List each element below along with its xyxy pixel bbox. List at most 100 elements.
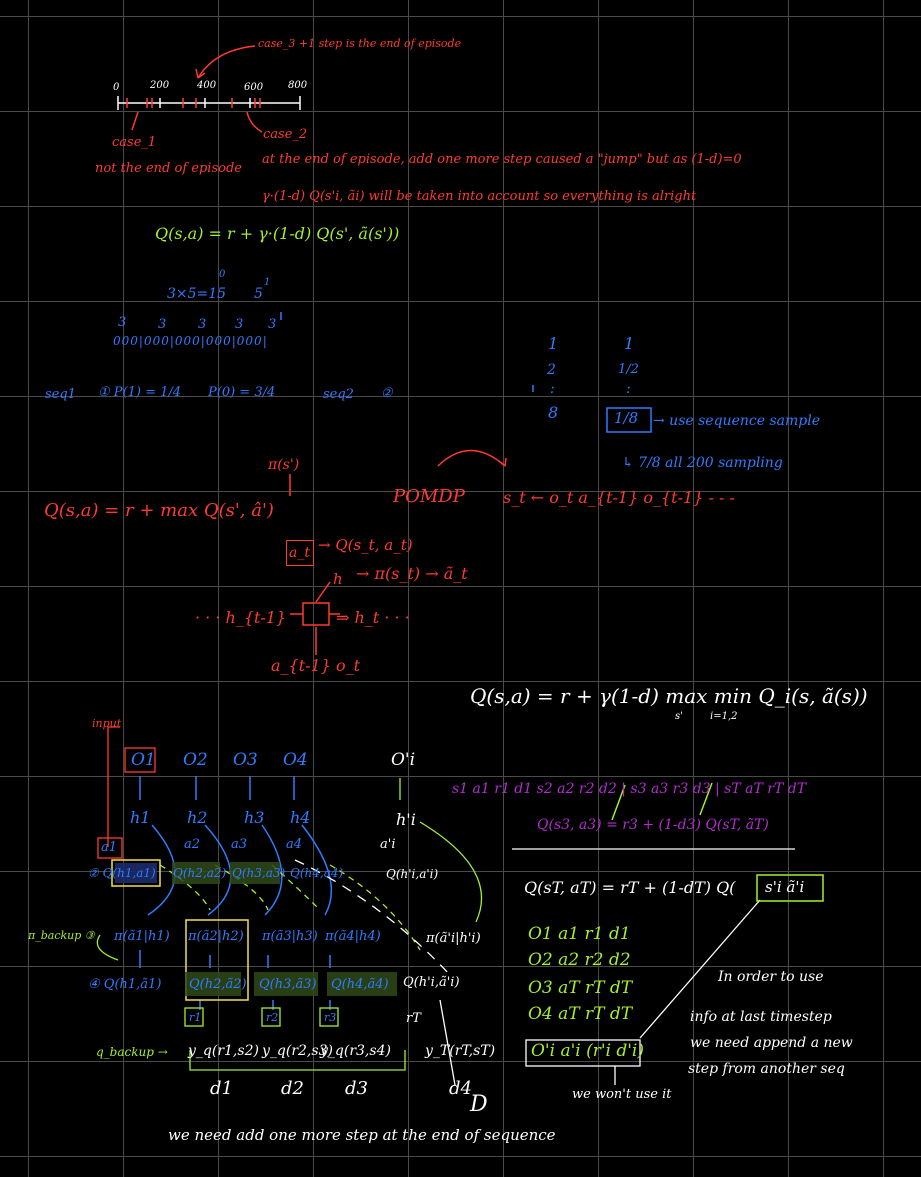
action-4: a4 bbox=[286, 837, 303, 852]
h-current: ⇒ h_t · · · bbox=[336, 608, 410, 627]
tick-0: 0 bbox=[113, 82, 120, 93]
q-st-at: → Q(s_t, a_t) bbox=[318, 536, 413, 554]
pomdp-label: POMDP bbox=[393, 486, 465, 507]
three-1: 3 bbox=[118, 315, 127, 330]
done-1: d1 bbox=[210, 1078, 233, 1099]
seq1-label: seq1 bbox=[45, 387, 76, 402]
frac2-num: 1 bbox=[624, 334, 635, 353]
frac1-2: 2 bbox=[547, 362, 556, 378]
target-3: y_q(r3,s4) bbox=[320, 1043, 391, 1059]
obs-prime: O'i bbox=[391, 750, 416, 770]
calc-15: 3×5=15 bbox=[167, 286, 227, 302]
sequence-blocks: 000|000|000|000|000| bbox=[113, 334, 268, 348]
tick-200: 200 bbox=[150, 80, 170, 91]
table-row-2: O2 a2 r2 d2 bbox=[528, 950, 631, 970]
reward-3: r3 bbox=[324, 1011, 337, 1024]
q-row-4: Q(h4,a4) bbox=[290, 866, 344, 880]
q2-row-1: ④ Q(h1,ã1) bbox=[88, 977, 162, 992]
table-row-1: O1 a1 r1 d1 bbox=[528, 924, 631, 944]
done-4: d4 bbox=[449, 1078, 472, 1099]
pomdp-sequence: s_t ← o_t a_{t-1} o_{t-1} - - - bbox=[503, 488, 735, 507]
frac1-dots: : bbox=[550, 381, 555, 397]
q-terminal-equation: Q(sT, aT) = rT + (1-dT) Q( bbox=[524, 878, 736, 897]
tick-600: 600 bbox=[244, 82, 264, 93]
h-prev: · · · h_{t-1} bbox=[195, 608, 287, 627]
pi-s-prime: π(s') bbox=[268, 457, 300, 473]
case1-label: case_1 bbox=[112, 135, 157, 150]
seq1-p0: P(0) = 3/4 bbox=[208, 385, 276, 400]
action-prime: a'i bbox=[380, 837, 396, 852]
frac2-boxed: 1/8 bbox=[614, 409, 639, 427]
note-line-2: info at last timestep bbox=[690, 1009, 832, 1025]
three-5: 3 bbox=[268, 317, 277, 332]
frac1-num: 1 bbox=[548, 334, 559, 353]
three-3: 3 bbox=[198, 317, 207, 332]
pi-row-1: π(ã1|h1) bbox=[114, 929, 170, 944]
pi-row-4: π(ã4|h4) bbox=[325, 929, 381, 944]
eq-sub-i: i=1,2 bbox=[710, 711, 738, 722]
note-line-4: step from another seq bbox=[688, 1061, 845, 1077]
pi-row-prime: π(ã'i|h'i) bbox=[426, 931, 481, 946]
case2-label: case_2 bbox=[263, 127, 308, 142]
use-sequence-note: → use sequence sample bbox=[653, 413, 820, 429]
seven-eighths-note: ↳ 7/8 all 200 sampling bbox=[622, 455, 783, 471]
three-4: 3 bbox=[235, 317, 244, 332]
q2-row-3: Q(h3,ã3) bbox=[259, 977, 317, 992]
obs-4: O4 bbox=[283, 750, 308, 770]
done-big-d: D bbox=[470, 1092, 488, 1117]
note-line-3: we need append a new bbox=[690, 1035, 853, 1051]
q-max-equation: Q(s,a) = r + max Q(s', â') bbox=[44, 500, 274, 521]
hidden-4: h4 bbox=[290, 808, 311, 827]
action-box bbox=[286, 540, 314, 566]
calc-15-sup: 0 bbox=[219, 269, 226, 280]
bottom-note: we need add one more step at the end of … bbox=[168, 1126, 556, 1144]
calc-5: 5 bbox=[254, 286, 263, 302]
reward-2: r2 bbox=[266, 1011, 279, 1024]
case1-note: not the end of episode bbox=[95, 161, 242, 176]
action-2: a2 bbox=[184, 837, 201, 852]
transition-sequence: s1 a1 r1 d1 s2 a2 r2 d2 | s3 a3 r3 d3 | … bbox=[452, 781, 807, 797]
h-label: h bbox=[333, 570, 343, 588]
pi-row-2: π(ã2|h2) bbox=[188, 929, 244, 944]
hidden-2: h2 bbox=[187, 808, 208, 827]
seq2-label: seq2 bbox=[323, 387, 354, 402]
q-minmax-equation: Q(s,a) = r + γ(1-d) max min Q_i(s, ã(s)) bbox=[470, 684, 868, 708]
frac2-dots: : bbox=[626, 381, 631, 397]
q-terminal-boxed: s'i ã'i bbox=[765, 878, 805, 896]
hidden-1: h1 bbox=[130, 808, 151, 827]
calc-5-sup: 1 bbox=[264, 277, 271, 288]
frac1-8: 8 bbox=[548, 403, 559, 422]
case2-note: at the end of episode, add one more step… bbox=[262, 152, 742, 167]
input-label: input bbox=[92, 717, 122, 730]
q-row-2: Q(h2,a2) bbox=[173, 866, 227, 880]
frac2-half: 1/2 bbox=[618, 362, 639, 377]
target-2: y_q(r2,s3) bbox=[262, 1043, 333, 1059]
tick-800: 800 bbox=[288, 80, 308, 91]
q-backup-label: q_backup → bbox=[96, 1045, 168, 1059]
table-row-prime: O'i a'i (r'i d'i) bbox=[531, 1041, 644, 1061]
done-2: d2 bbox=[281, 1078, 304, 1099]
q2-row-prime: Q(h'i,ã'i) bbox=[403, 975, 460, 990]
three-2: 3 bbox=[158, 317, 167, 332]
case2-note-2: γ·(1-d) Q(s'i, ãi) will be taken into ac… bbox=[262, 189, 697, 204]
seq1-p1: ① P(1) = 1/4 bbox=[98, 385, 182, 400]
obs-2: O2 bbox=[183, 750, 208, 770]
hidden-3: h3 bbox=[244, 808, 265, 827]
done-3: d3 bbox=[345, 1078, 368, 1099]
target-1: y_q(r1,s2) bbox=[188, 1043, 259, 1059]
note-line-1: In order to use bbox=[718, 969, 824, 985]
q-row-prime: Q(h'i,a'i) bbox=[386, 867, 439, 881]
pi-backup-label: π_backup ③ bbox=[28, 929, 95, 942]
obs-3: O3 bbox=[233, 750, 258, 770]
q-row-1: ② Q(h1,a1) bbox=[88, 866, 156, 880]
reward-1: r1 bbox=[189, 1011, 202, 1024]
pi-st: → π(s_t) → ã_t bbox=[356, 564, 468, 583]
eq-sub-s: s' bbox=[675, 711, 683, 722]
action-1: a1 bbox=[101, 840, 118, 855]
pi-row-3: π(ã3|h3) bbox=[262, 929, 318, 944]
table-row-4: O4 aT rT dT bbox=[528, 1004, 633, 1024]
target-T: y_T(rT,sT) bbox=[425, 1043, 496, 1059]
case3-note: case_3 +1 step is the end of episode bbox=[258, 37, 462, 50]
q-s3-equation: Q(s3, a3) = r3 + (1-d3) Q(sT, ãT) bbox=[537, 817, 769, 833]
